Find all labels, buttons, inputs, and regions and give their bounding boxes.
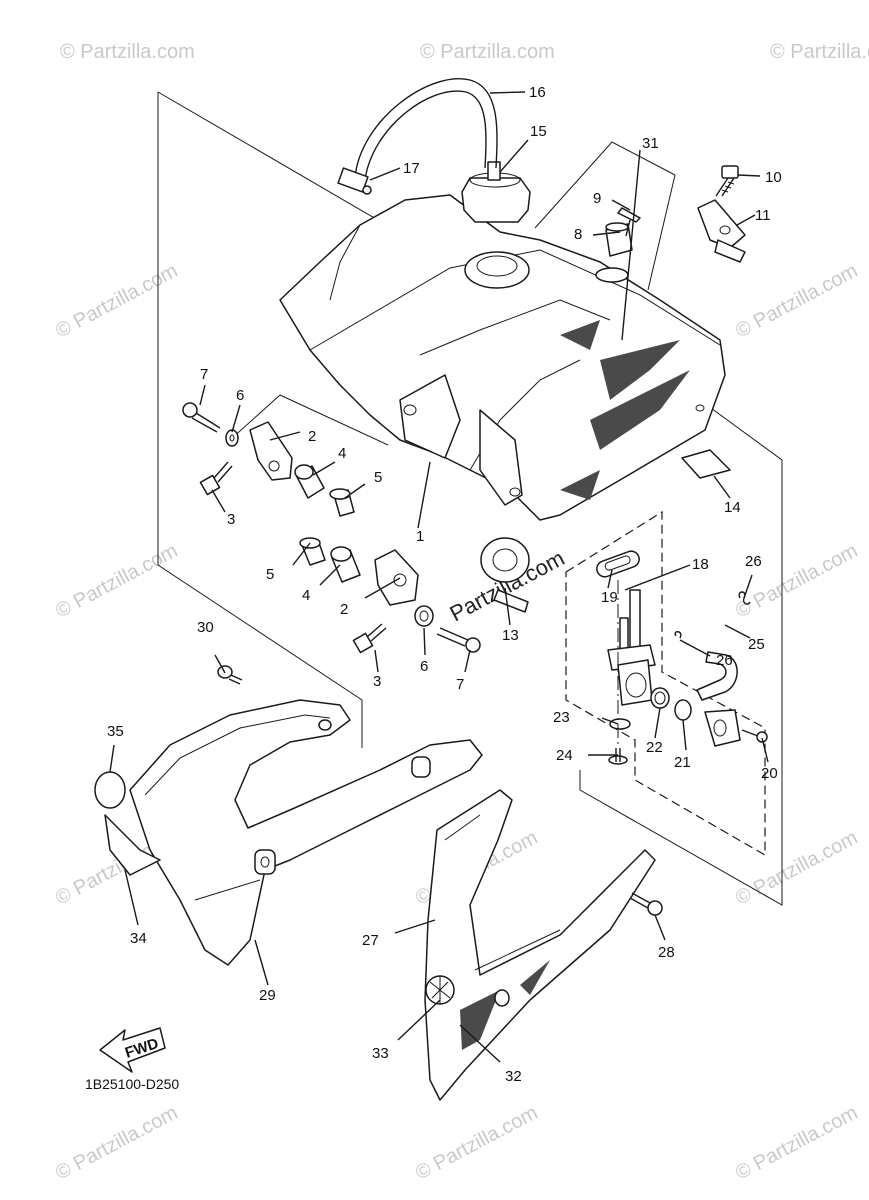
graphic[interactable] bbox=[104, 814, 161, 876]
lever[interactable] bbox=[704, 709, 741, 747]
callout-17: 17 bbox=[403, 160, 420, 177]
screw[interactable] bbox=[217, 665, 243, 685]
callout-19: 19 bbox=[601, 589, 618, 606]
callout-23: 23 bbox=[553, 709, 570, 726]
bolt[interactable] bbox=[436, 627, 481, 653]
washer[interactable] bbox=[414, 605, 434, 627]
watermark: © Partzilla.com bbox=[52, 1102, 181, 1185]
screw[interactable] bbox=[741, 729, 768, 743]
leader-lines bbox=[109, 91, 769, 1063]
washer[interactable] bbox=[609, 718, 631, 730]
callout-33: 33 bbox=[372, 1045, 389, 1062]
fuel-cock-assembly bbox=[565, 510, 766, 857]
callout-9: 9 bbox=[593, 190, 601, 207]
callout-13: 13 bbox=[502, 627, 519, 644]
callout-16: 16 bbox=[529, 84, 546, 101]
callout-28: 28 bbox=[658, 944, 675, 961]
breather-hose[interactable] bbox=[354, 78, 498, 179]
callout-22: 22 bbox=[646, 739, 663, 756]
fuel-tank[interactable] bbox=[279, 194, 726, 521]
fuel-cock[interactable] bbox=[607, 589, 656, 706]
damper[interactable] bbox=[330, 546, 361, 583]
bolt[interactable] bbox=[182, 402, 221, 433]
rubber-damper[interactable] bbox=[605, 222, 633, 257]
callout-34: 34 bbox=[130, 930, 147, 947]
watermark: © Partzilla.com bbox=[60, 41, 195, 63]
watermark: © Partzilla.com bbox=[52, 260, 181, 343]
side-cover[interactable] bbox=[129, 699, 483, 966]
callout-1: 1 bbox=[416, 528, 424, 545]
damper[interactable] bbox=[294, 464, 325, 499]
callout-3: 3 bbox=[373, 673, 381, 690]
callout-20: 20 bbox=[761, 765, 778, 782]
hose-guard[interactable] bbox=[480, 537, 530, 613]
callout-labels: 1 2 2 3 3 4 4 5 5 6 6 7 7 8 9 10 11 13 1… bbox=[107, 84, 782, 1085]
callout-25: 25 bbox=[748, 636, 765, 653]
callout-31: 31 bbox=[642, 135, 659, 152]
forward-arrow-icon: FWD bbox=[99, 1027, 166, 1073]
bracket[interactable] bbox=[697, 199, 746, 263]
callout-18: 18 bbox=[692, 556, 709, 573]
stay[interactable] bbox=[249, 421, 293, 481]
callout-6: 6 bbox=[420, 658, 428, 675]
callout-21: 21 bbox=[674, 754, 691, 771]
bolt[interactable] bbox=[715, 165, 739, 197]
screw[interactable] bbox=[608, 748, 628, 765]
stay[interactable] bbox=[374, 549, 419, 606]
callout-26: 26 bbox=[716, 652, 733, 669]
callout-10: 10 bbox=[765, 169, 782, 186]
tuning-fork-emblem[interactable] bbox=[425, 975, 455, 1005]
callout-4: 4 bbox=[338, 445, 346, 462]
callout-30: 30 bbox=[197, 619, 214, 636]
pad[interactable] bbox=[681, 449, 731, 479]
callout-27: 27 bbox=[362, 932, 379, 949]
callout-3: 3 bbox=[227, 511, 235, 528]
callout-5: 5 bbox=[374, 469, 382, 486]
watermark: © Partzilla.com bbox=[412, 1102, 541, 1185]
callout-26: 26 bbox=[745, 553, 762, 570]
watermark: © Partzilla.com bbox=[52, 540, 181, 623]
gasket[interactable] bbox=[595, 549, 642, 579]
o-ring[interactable] bbox=[650, 687, 670, 709]
callout-6: 6 bbox=[236, 387, 244, 404]
callout-29: 29 bbox=[259, 987, 276, 1004]
pipe[interactable] bbox=[696, 651, 738, 701]
callout-15: 15 bbox=[530, 123, 547, 140]
washer[interactable] bbox=[225, 429, 239, 447]
callout-5: 5 bbox=[266, 566, 274, 583]
callout-2: 2 bbox=[308, 428, 316, 445]
bolt[interactable] bbox=[352, 623, 387, 654]
callout-35: 35 bbox=[107, 723, 124, 740]
callout-7: 7 bbox=[200, 366, 208, 383]
watermark: © Partzilla.com bbox=[420, 41, 555, 63]
emblem[interactable] bbox=[94, 771, 126, 809]
bolt[interactable] bbox=[629, 892, 663, 916]
callout-7: 7 bbox=[456, 676, 464, 693]
side-cover[interactable] bbox=[424, 789, 656, 1101]
watermark: © Partzilla.com bbox=[732, 260, 861, 343]
breather-hose-inner bbox=[364, 90, 487, 181]
callout-2: 2 bbox=[340, 601, 348, 618]
hose-clip[interactable] bbox=[337, 167, 372, 195]
watermark: © Partzilla.com bbox=[732, 827, 861, 910]
fuel-cap[interactable] bbox=[461, 161, 531, 223]
callout-32: 32 bbox=[505, 1068, 522, 1085]
callout-24: 24 bbox=[556, 747, 573, 764]
collar[interactable] bbox=[329, 488, 355, 517]
callout-14: 14 bbox=[724, 499, 741, 516]
callout-4: 4 bbox=[302, 587, 310, 604]
bolt[interactable] bbox=[199, 461, 233, 496]
diagram-code: 1B25100-D250 bbox=[85, 1076, 179, 1092]
callout-11: 11 bbox=[755, 207, 771, 224]
callout-8: 8 bbox=[574, 226, 582, 243]
watermark: © Partzilla.com bbox=[770, 41, 869, 63]
o-ring[interactable] bbox=[674, 699, 692, 721]
watermark: © Partzilla.com bbox=[732, 1102, 861, 1185]
